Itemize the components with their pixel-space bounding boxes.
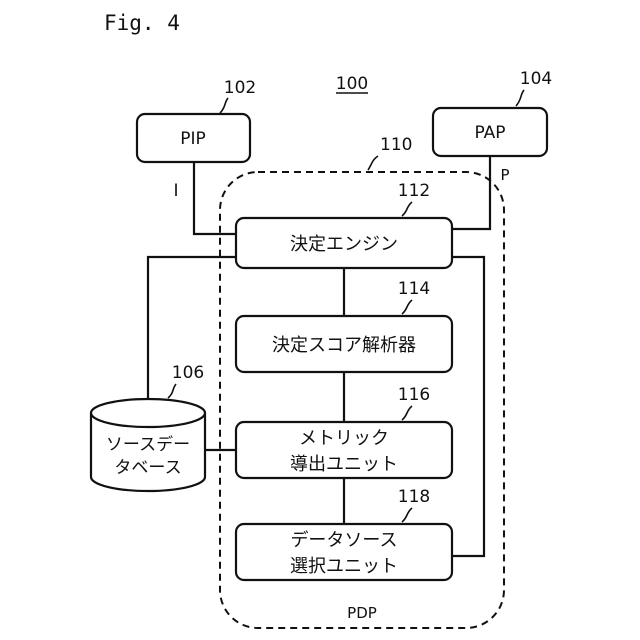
datasource-unit-ref: 118 (398, 487, 430, 507)
decision-engine-label: 決定エンジン (290, 234, 398, 255)
pdp-label: PDP (347, 604, 377, 622)
pip-link-label: I (173, 181, 178, 201)
metric-unit-line1: メトリック (299, 428, 389, 449)
pap-ref: 104 (520, 69, 552, 89)
db-cylinder-top (91, 399, 205, 427)
pap-ref-leader (516, 90, 524, 106)
datasource-unit-ref-leader (402, 508, 412, 522)
system-ref: 100 (336, 74, 368, 94)
source-db-line2: タベース (114, 458, 181, 478)
figure-label: Fig. 4 (104, 11, 180, 35)
score-analyzer-ref-leader (402, 300, 412, 314)
decision-engine-ref: 112 (398, 181, 430, 201)
pip-ref-leader (220, 98, 228, 113)
metric-unit-ref-leader (402, 406, 412, 420)
datasource-unit-line2: 選択ユニット (290, 556, 398, 577)
source-db-ref-leader (168, 384, 176, 398)
datasource-unit-line1: データソース (290, 530, 397, 551)
metric-unit-ref: 116 (398, 385, 430, 405)
source-db-line1: ソースデー (106, 434, 190, 455)
decision-engine-ref-leader (402, 202, 412, 216)
score-analyzer-ref: 114 (398, 279, 430, 299)
pip-label: PIP (180, 129, 206, 149)
wire-engine-datasource (452, 257, 484, 556)
metric-unit-line2: 導出ユニット (290, 454, 398, 475)
pap-link-label: P (500, 166, 509, 184)
source-db-ref: 106 (172, 363, 204, 383)
score-analyzer-label: 決定スコア解析器 (272, 335, 416, 356)
pdp-ref: 110 (380, 135, 412, 155)
pdp-ref-leader (368, 156, 378, 170)
pip-ref: 102 (224, 78, 256, 98)
wire-pap-engine (452, 156, 490, 229)
wire-pip-engine (194, 162, 236, 234)
pap-label: PAP (474, 123, 505, 143)
